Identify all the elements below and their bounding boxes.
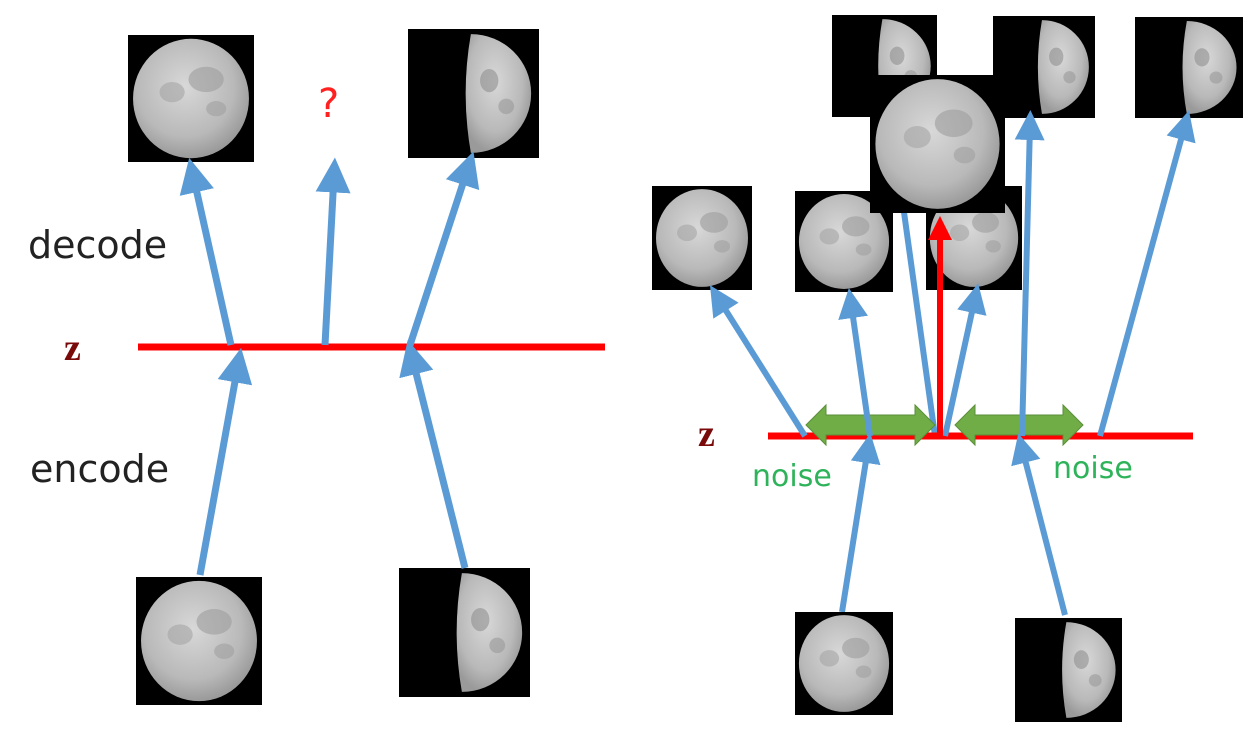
input-full-moon-image — [795, 612, 893, 715]
noise-range-arrow — [954, 403, 1084, 447]
decode-arrow — [1014, 110, 1045, 437]
unknown-output-label: ? — [318, 81, 339, 127]
decode-arrow — [838, 288, 873, 437]
input-half-moon-image — [399, 568, 530, 697]
decode-arrow — [179, 157, 235, 346]
encode-arrow — [399, 340, 469, 569]
input-full-moon-image — [136, 577, 262, 705]
decoded-half-moon-image — [1135, 17, 1243, 118]
decoded-full-moon-image — [128, 35, 254, 162]
decode-arrow — [710, 285, 808, 438]
decoded-half-moon-image — [408, 29, 539, 158]
decode-arrow-unknown — [315, 157, 351, 346]
encode-arrow — [1011, 433, 1068, 616]
input-half-moon-image — [1015, 618, 1122, 722]
encode-arrow — [839, 433, 881, 613]
decoded-half-moon-image — [993, 16, 1095, 118]
right-panel: z noise noise — [652, 15, 1243, 722]
decode-arrow — [942, 283, 987, 437]
left-panel: decode encode z ? — [28, 29, 605, 705]
decode-arrow — [900, 204, 938, 437]
noise-label-left: noise — [752, 459, 832, 494]
encode-label: encode — [30, 447, 169, 491]
latent-z-label: z — [698, 413, 715, 455]
encode-arrow — [196, 347, 253, 576]
noise-label-right: noise — [1053, 451, 1133, 486]
decoded-full-moon-image — [652, 186, 752, 290]
latent-z-label: z — [64, 327, 81, 369]
decode-label: decode — [28, 223, 167, 267]
decode-arrow — [406, 151, 480, 347]
decode-arrow — [1097, 110, 1196, 437]
decoded-gibbous-moon-image — [870, 75, 1005, 213]
